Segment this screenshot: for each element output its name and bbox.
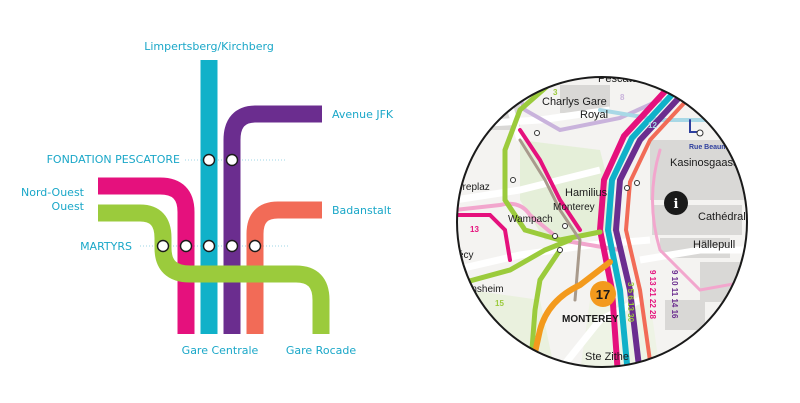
station-martyrs-lime (156, 239, 170, 253)
route-number-15: 15 (495, 299, 504, 308)
label-avenue-jfk: Avenue JFK (332, 108, 394, 121)
route-badge-17: 17 (590, 281, 616, 307)
map-routes (457, 77, 747, 367)
station-fondation-cyan (202, 153, 216, 167)
info-marker: i (664, 191, 688, 215)
label-fondation-pescatore: FONDATION PESCATORE (47, 153, 180, 166)
street-hallepull: Hällepull (693, 239, 735, 251)
street-pescatore-1: Fond (600, 63, 625, 75)
street-monterey: Monterey (553, 202, 595, 213)
station-martyrs-magenta (179, 239, 193, 253)
street-heinsheim: heinsheim (458, 284, 504, 295)
route-number-column-red: 9 13 21 22 28 (648, 270, 657, 319)
label-badanstalt: Badanstalt (332, 204, 392, 217)
street-charlys-1: Charlys Gare (542, 96, 607, 108)
schematic-diagram (98, 60, 330, 334)
info-icon: i (674, 197, 679, 212)
route-lime (98, 204, 330, 334)
street-cathedrale: Cathédrale (698, 211, 752, 223)
street-pescatore-2: Pescatore (598, 73, 648, 85)
circular-map: Fond Pescatore Charlys Gare Royal Bx Rue… (456, 63, 752, 368)
label-nord-ouest: Nord-Ouest (21, 186, 85, 199)
street-monterey-caps: MONTEREY (562, 314, 619, 325)
route-number-8: 8 (620, 93, 625, 102)
map-stops (510, 129, 704, 253)
label-martyrs: MARTYRS (80, 240, 132, 253)
label-ouest: Ouest (52, 200, 85, 213)
map-circle-border (456, 76, 748, 368)
route-number-13: 13 (470, 225, 479, 234)
route-number-column-purple: 9 10 11 14 16 (670, 270, 679, 319)
route-purple (223, 105, 322, 334)
station-martyrs-salmon (248, 239, 262, 253)
schematic-labels: Limpertsberg/Kirchberg Avenue JFK FONDAT… (21, 40, 394, 357)
route-badge-17-label: 17 (596, 287, 610, 302)
station-fondation-purple (225, 153, 239, 167)
street-ste-zithe: Ste Zithe (585, 351, 629, 363)
label-kirchberg: Limpertsberg/Kirchberg (144, 40, 274, 53)
street-ereplaz: ereplaz (457, 182, 490, 193)
label-gare-centrale: Gare Centrale (182, 344, 259, 357)
street-bx: Bx (718, 121, 731, 133)
route-magenta (98, 177, 195, 334)
stop-label-rue-beaumont: Rue Beaumont (689, 144, 739, 151)
station-martyrs-purple (225, 239, 239, 253)
route-number-3: 3 (553, 88, 558, 97)
street-hamilius: Hamilius (565, 187, 608, 199)
street-ecy: écy (458, 250, 474, 261)
route-number-12: 12 (648, 121, 657, 130)
route-salmon (246, 201, 322, 334)
station-martyrs-cyan (202, 239, 216, 253)
street-kasinosgaass: Kasinosgaass (670, 157, 739, 169)
route-number-31: 31 (738, 311, 747, 320)
street-wampach: Wampach (508, 214, 553, 225)
street-charlys-2: Royal (580, 109, 608, 121)
park-area (520, 140, 620, 240)
label-gare-rocade: Gare Rocade (286, 344, 356, 357)
route-number-column-left: 3 5 6 13 30 (626, 282, 635, 323)
